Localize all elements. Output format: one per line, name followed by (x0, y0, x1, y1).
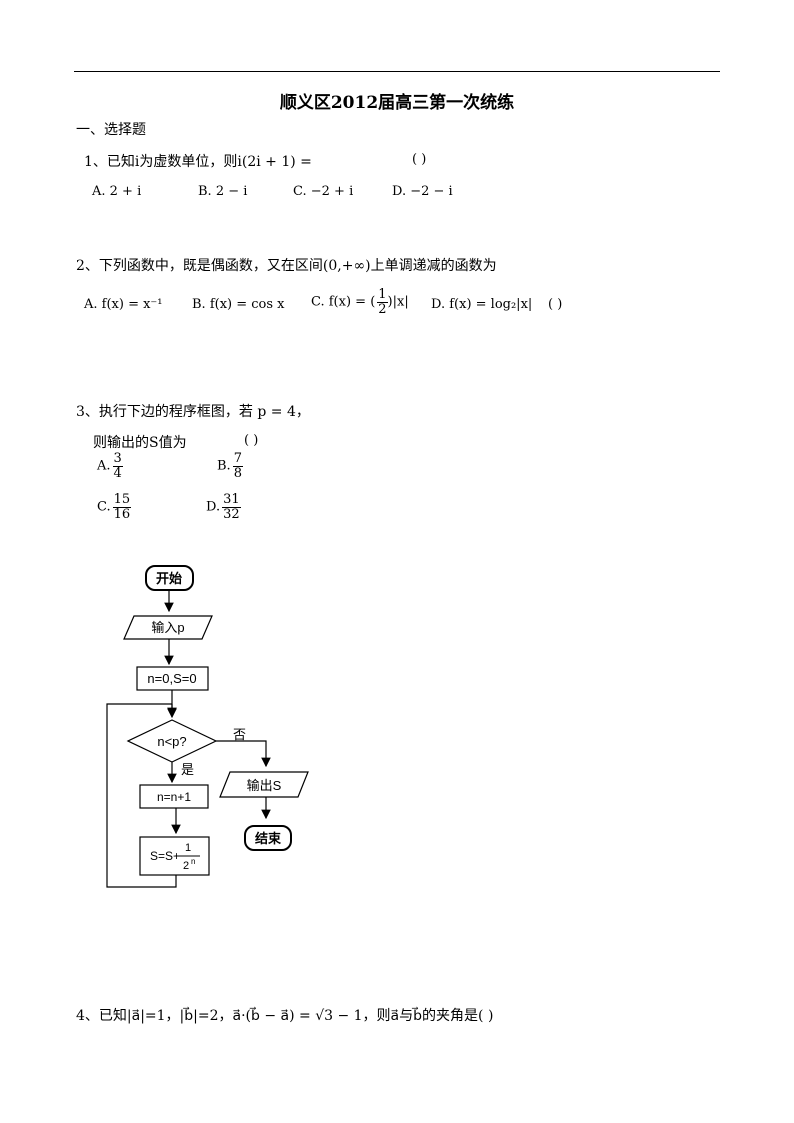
fraction-denominator: 8 (233, 465, 242, 481)
flow-sum-exponent: n (191, 857, 195, 866)
flow-sum-box (139, 836, 210, 876)
q3-text: 3、执行下边的程序框图，若 p = 4， (76, 404, 310, 420)
flow-arrow-no (216, 740, 271, 768)
flow-no-label: 否 (233, 727, 246, 742)
fraction-numerator: 3 (112, 451, 123, 467)
q1-option-b: B. 2 − i (198, 184, 248, 199)
q2-text: 2、下列函数中，既是偶函数，又在区间(0,+∞)上单调递减的函数为 (76, 258, 497, 274)
fraction-numerator: 1 (377, 287, 388, 303)
page-title: 顺义区2012届高三第一次统练 (279, 93, 515, 113)
flow-input-label: 输入p (151, 620, 184, 635)
q1-option-d: D. −2 − i (392, 184, 453, 199)
q2-option-c-post: )|x| (387, 294, 409, 310)
q2-option-c-pre: C. f(x) = ( (311, 294, 376, 310)
option-label: A. (97, 458, 111, 474)
flow-sum-denominator: 2 (183, 860, 189, 872)
option-label: D. (206, 499, 221, 515)
header-rule (74, 71, 720, 72)
flow-sum-numerator: 1 (185, 842, 191, 854)
q3-answer-paren: ( ) (244, 433, 259, 448)
fraction-numerator: 31 (222, 492, 241, 508)
flow-init-label: n=0,S=0 (147, 671, 196, 686)
flow-yes-label: 是 (181, 762, 194, 777)
q1-answer-paren: ( ) (412, 152, 427, 167)
option-label: C. (97, 499, 111, 515)
flow-end-label: 结束 (255, 831, 282, 846)
flow-condition-label: n<p? (157, 734, 186, 749)
section-heading: 一、选择题 (76, 122, 146, 138)
flow-sum-label: S=S+ (150, 849, 180, 863)
flow-input-box (123, 615, 213, 640)
flow-output-label: 输出S (247, 778, 282, 793)
q1-option-a: A. 2 + i (92, 184, 142, 199)
fraction-numerator: 7 (232, 451, 243, 467)
q2-option-d: D. f(x) = log₂|x| (431, 297, 533, 312)
flow-end-box (244, 825, 292, 851)
fraction-denominator: 4 (113, 465, 122, 481)
fraction-numerator: 15 (112, 492, 132, 508)
flow-start-label: 开始 (156, 571, 182, 586)
flow-loop-line (106, 703, 177, 888)
fraction-denominator: 32 (223, 506, 240, 522)
flow-output-box (219, 771, 309, 798)
q1-option-c: C. −2 + i (293, 184, 354, 199)
flow-increment-label: n=n+1 (157, 790, 191, 804)
q3-text-2: 则输出的S值为 (93, 435, 187, 451)
option-label: B. (217, 458, 231, 474)
q4-text: 4、已知|a⃗|=1，|b⃗|=2，a⃗·(b⃗ − a⃗) = √3 − 1，… (76, 1008, 494, 1024)
q2-answer-paren: ( ) (548, 297, 563, 312)
fraction-denominator: 16 (113, 506, 131, 522)
fraction-denominator: 2 (378, 301, 387, 317)
q2-option-a: A. f(x) = x⁻¹ (84, 297, 163, 312)
q1-text: 1、已知i为虚数单位，则i(2i + 1) = (84, 154, 312, 170)
q2-option-b: B. f(x) = cos x (192, 297, 285, 312)
flow-increment-box (139, 784, 209, 809)
